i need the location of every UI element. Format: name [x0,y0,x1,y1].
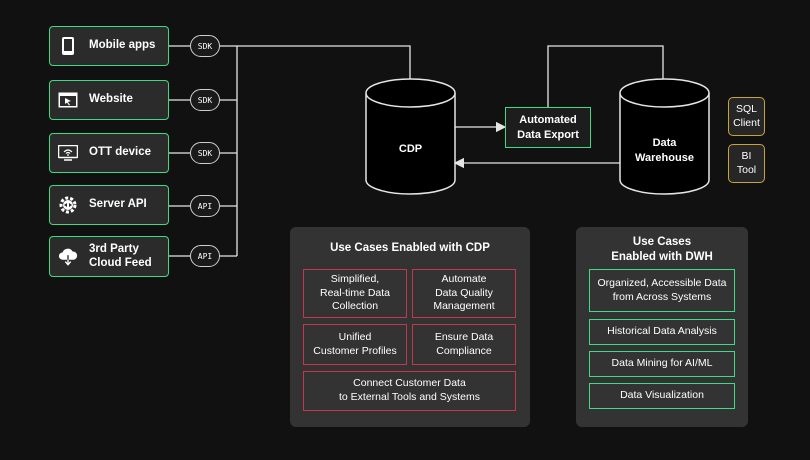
protocol-badge: SDK [190,89,220,111]
bi-tool-box: BI Tool [728,144,765,183]
source-label: OTT device [89,146,151,159]
cdp-cylinder [365,78,456,195]
automated-data-export-box: Automated Data Export [505,107,591,148]
cdp-use-case: Automate Data Quality Management [412,269,516,318]
source-server-api: Server API [49,185,169,225]
dwh-use-case: Historical Data Analysis [589,319,735,345]
source-label: 3rd Party Cloud Feed [89,243,152,269]
cdp-use-case: Ensure Data Compliance [412,324,516,365]
source-mobile-apps: Mobile apps [49,26,169,66]
cdp-use-case: Simplified, Real-time Data Collection [303,269,407,318]
browser-window-icon [58,90,78,110]
warehouse-label: Data Warehouse [635,137,694,164]
protocol-badge: API [190,245,220,267]
cdp-label: CDP [398,143,423,155]
cdp-use-cases-panel: Use Cases Enabled with CDP Simplified, R… [290,227,530,427]
dwh-use-case: Organized, Accessible Data from Across S… [589,269,735,312]
gear-api-icon [58,195,78,215]
warehouse-cylinder [619,78,710,195]
source-label: Website [89,93,133,106]
source-website: Website [49,80,169,120]
dwh-use-case: Data Visualization [589,383,735,409]
mobile-phone-icon [58,36,78,56]
export-to-warehouse-arrow [547,45,669,107]
cdp-panel-title: Use Cases Enabled with CDP [330,242,490,254]
cdp-use-case: Connect Customer Data to External Tools … [303,371,516,411]
cloud-download-icon [58,247,78,267]
protocol-badge: API [190,195,220,217]
protocol-badge: SDK [190,35,220,57]
bus-to-cdp-arrow [237,45,416,92]
sql-client-box: SQL Client [728,97,765,136]
source-cloud-feed: 3rd Party Cloud Feed [49,236,169,277]
dwh-use-case: Data Mining for AI/ML [589,351,735,377]
source-label: Mobile apps [89,39,156,52]
dwh-panel-title: Use Cases Enabled with DWH [611,236,713,263]
tv-wifi-icon [58,143,78,163]
source-ott-device: OTT device [49,133,169,173]
cdp-use-case: Unified Customer Profiles [303,324,407,365]
source-label: Server API [89,198,147,211]
dwh-use-cases-panel: Use Cases Enabled with DWH Organized, Ac… [576,227,748,427]
protocol-badge: SDK [190,142,220,164]
